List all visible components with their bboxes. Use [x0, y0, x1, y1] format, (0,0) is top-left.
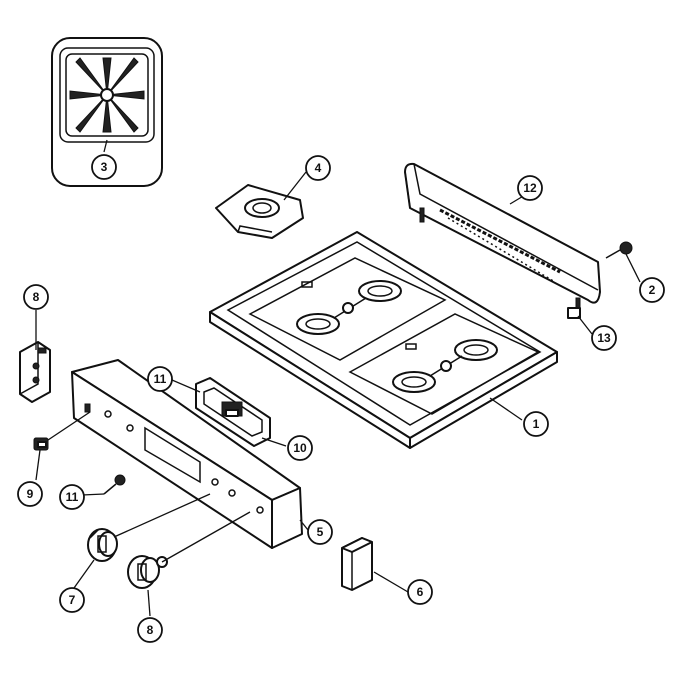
callout-5: 5 [307, 519, 333, 545]
callout-label-4: 4 [315, 161, 322, 175]
clip-part-small [33, 437, 49, 451]
callout-label-8-bracket: 8 [33, 290, 40, 304]
bracket-part [19, 341, 51, 403]
grate-part [51, 37, 163, 187]
callout-label-6: 6 [417, 585, 424, 599]
callout-2: 2 [639, 277, 665, 303]
callout-label-1: 1 [533, 417, 540, 431]
callout-12: 11 [147, 366, 173, 392]
backguard-part [404, 162, 601, 313]
callout-14: 13 [591, 325, 617, 351]
leader-lines [35, 139, 641, 617]
callout-8-bracket: 8 [23, 284, 49, 310]
callout-label-10: 10 [293, 441, 307, 455]
callout-1: 1 [523, 411, 549, 437]
callout-label-12: 11 [154, 372, 167, 386]
callout-label-5: 5 [317, 525, 324, 539]
screw-part-small [103, 474, 126, 495]
control-panel-part [71, 359, 303, 549]
callout-10: 10 [287, 435, 313, 461]
cover-part [341, 537, 373, 591]
callout-label-3: 3 [101, 160, 108, 174]
callout-3: 3 [91, 154, 117, 180]
callout-label-14: 13 [597, 331, 611, 345]
callout-7: 7 [59, 587, 85, 613]
callout-8-knob: 8 [137, 617, 163, 643]
callout-11: 11 [59, 484, 85, 510]
screw-part [605, 241, 633, 259]
callout-label-9: 9 [27, 487, 34, 501]
callout-label-11: 11 [66, 490, 79, 504]
callout-label-8-knob: 8 [147, 623, 154, 637]
burner-pan-part [215, 184, 304, 239]
clip-part [567, 307, 581, 319]
callout-label-2: 2 [649, 283, 656, 297]
callout-4: 4 [305, 155, 331, 181]
callout-6: 6 [407, 579, 433, 605]
switch-bracket-part [195, 377, 271, 447]
callout-9: 9 [17, 481, 43, 507]
knob-part [87, 528, 118, 562]
callout-label-13: 12 [523, 181, 537, 195]
cooktop-part [209, 231, 558, 449]
knob-part-2 [127, 555, 168, 589]
callout-13: 12 [517, 175, 543, 201]
callout-label-7: 7 [69, 593, 76, 607]
